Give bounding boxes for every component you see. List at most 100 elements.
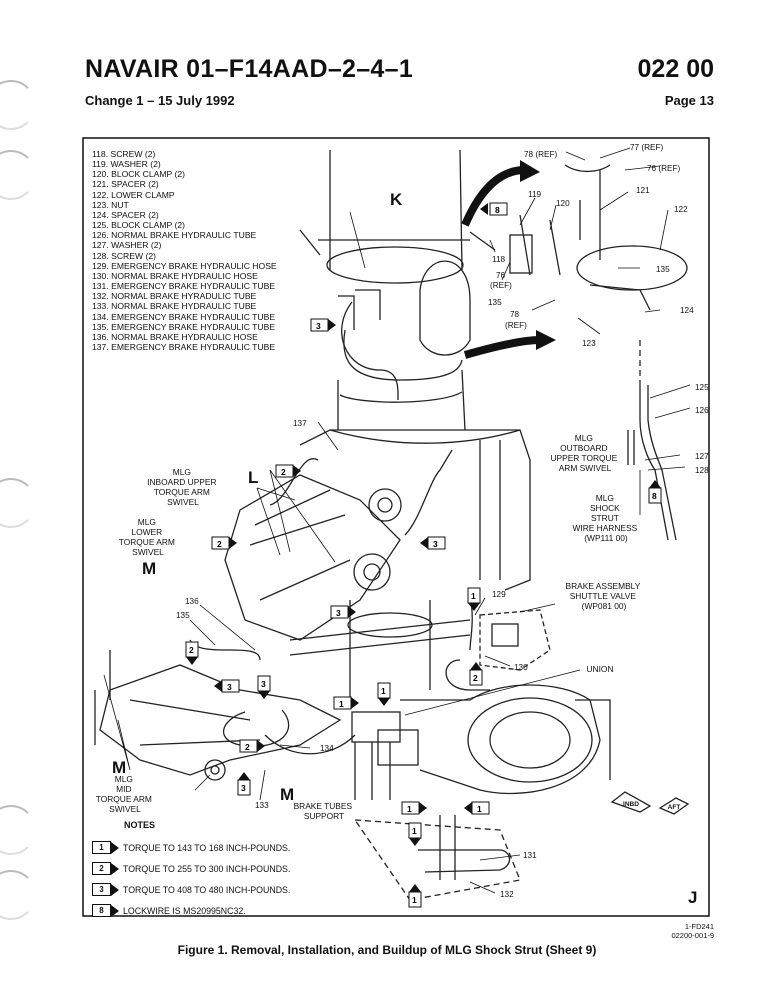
svg-text:78: 78 xyxy=(510,310,520,319)
binder-hole xyxy=(0,80,36,130)
aft-arrow-label: AFT xyxy=(668,804,681,811)
flag-1-j-right: 1 xyxy=(464,801,490,815)
flag-3-lower: 3 xyxy=(237,772,251,796)
svg-text:130: 130 xyxy=(514,663,528,672)
flag-3-mid: 3 xyxy=(330,605,356,619)
svg-text:2: 2 xyxy=(217,539,222,549)
note-flag-icon: 2 xyxy=(92,862,123,875)
svg-text:1: 1 xyxy=(407,804,412,814)
binder-hole xyxy=(0,478,36,528)
view-letter-j: J xyxy=(688,888,697,907)
flag-2-130: 2 xyxy=(469,662,483,686)
svg-text:137: 137 xyxy=(293,419,307,428)
note-text: TORQUE TO 408 TO 480 INCH-POUNDS. xyxy=(123,884,291,895)
svg-text:3: 3 xyxy=(261,679,266,689)
svg-text:136: 136 xyxy=(185,597,199,606)
brake-tubes-support-label: BRAKE TUBES SUPPORT xyxy=(294,801,355,821)
mid-swivel-label: MLG MID TORQUE ARM SWIVEL xyxy=(96,774,154,814)
svg-text:123: 123 xyxy=(582,339,596,348)
flag-arrow-icon xyxy=(111,883,119,896)
parts-list-item: 134. EMERGENCY BRAKE HYDRAULIC TUBE xyxy=(92,311,276,322)
parts-list-item: 122. LOWER CLAMP xyxy=(92,189,175,200)
callout-labels: 77 (REF) 78 (REF) 76 (REF) 119 120 121 1… xyxy=(176,143,709,899)
svg-text:129: 129 xyxy=(492,590,506,599)
flag-2-L: 2 xyxy=(275,464,301,478)
view-letter-k: K xyxy=(390,190,403,209)
parts-list-item: 133. NORMAL BRAKE HYDRAULIC TUBE xyxy=(92,301,257,312)
svg-text:128: 128 xyxy=(695,466,709,475)
svg-text:118: 118 xyxy=(492,255,505,264)
binder-hole xyxy=(0,150,36,200)
svg-text:3: 3 xyxy=(227,682,232,692)
line-art xyxy=(94,149,690,901)
note-text: TORQUE TO 255 TO 300 INCH-POUNDS. xyxy=(123,863,291,874)
outboard-upper-swivel-label: MLG OUTBOARD UPPER TORQUE ARM SWIVEL xyxy=(550,433,619,473)
parts-list-item: 136. NORMAL BRAKE HYDRAULIC HOSE xyxy=(92,331,258,342)
svg-text:3: 3 xyxy=(433,539,438,549)
inbd-arrow-label: INBD xyxy=(623,801,639,808)
svg-text:2: 2 xyxy=(245,742,250,752)
svg-text:135: 135 xyxy=(176,611,190,620)
view-letter-m: M xyxy=(112,758,126,777)
note-flag-icon: 1 xyxy=(92,841,123,854)
parts-list-item: 135. EMERGENCY BRAKE HYDRAULIC TUBE xyxy=(92,321,276,332)
change-date: Change 1 – 15 July 1992 xyxy=(85,93,235,108)
svg-text:122: 122 xyxy=(674,205,688,214)
note-flag-number: 2 xyxy=(92,862,111,875)
parts-list-item: 124. SPACER (2) xyxy=(92,209,159,220)
parts-list-item: 130. NORMAL BRAKE HYDRAULIC HOSE xyxy=(92,270,258,281)
flag-3-left: 3 xyxy=(214,679,240,693)
flag-arrow-icon xyxy=(111,862,119,875)
notes-section: NOTES 1 TORQUE TO 143 TO 168 INCH-POUNDS.… xyxy=(92,820,290,921)
view-letter-l: L xyxy=(248,468,258,487)
note-flag-number: 3 xyxy=(92,883,111,896)
svg-text:2: 2 xyxy=(189,645,194,655)
note-text: TORQUE TO 143 TO 168 INCH-POUNDS. xyxy=(123,842,291,853)
parts-list-item: 118. SCREW (2) xyxy=(92,149,156,159)
flag-2-lower: 2 xyxy=(239,739,265,753)
note-flag-number: 8 xyxy=(92,904,111,917)
svg-text:3: 3 xyxy=(316,321,321,331)
svg-text:135: 135 xyxy=(656,265,670,274)
inboard-upper-swivel-label: MLG INBOARD UPPER TORQUE ARM SWIVEL xyxy=(147,467,219,507)
svg-text:3: 3 xyxy=(241,783,246,793)
svg-text:121: 121 xyxy=(636,186,650,195)
svg-text:1: 1 xyxy=(471,591,476,601)
parts-list-item: 131. EMERGENCY BRAKE HYDRAULIC TUBE xyxy=(92,281,276,292)
flag-3-upper: 3 xyxy=(310,318,336,332)
svg-text:1: 1 xyxy=(412,895,417,905)
svg-text:120: 120 xyxy=(556,199,570,208)
note-item: 2 TORQUE TO 255 TO 300 INCH-POUNDS. xyxy=(92,858,290,879)
flag-3-center: 3 xyxy=(257,675,271,699)
parts-list-item: 123. NUT xyxy=(92,199,129,210)
svg-text:8: 8 xyxy=(495,205,500,215)
shock-strut-harness-label: MLG SHOCK STRUT WIRE HARNESS (WP111 00) xyxy=(572,493,639,543)
flag-3-right: 3 xyxy=(420,536,446,550)
note-item: 1 TORQUE TO 143 TO 168 INCH-POUNDS. xyxy=(92,837,290,858)
svg-text:134: 134 xyxy=(320,744,334,753)
flag-2-left: 2 xyxy=(211,536,237,550)
note-flag-number: 1 xyxy=(92,841,111,854)
svg-text:3: 3 xyxy=(336,608,341,618)
parts-list-item: 128. SCREW (2) xyxy=(92,250,156,261)
flag-8-upper: 8 xyxy=(480,202,508,216)
notes-header: NOTES xyxy=(124,820,156,830)
flag-1-129: 1 xyxy=(467,587,481,611)
svg-text:(REF): (REF) xyxy=(490,281,512,290)
svg-text:119: 119 xyxy=(528,190,541,199)
parts-list-item: 132. NORMAL BRAKE HYRADULIC TUBE xyxy=(92,291,257,302)
parts-list-item: 137. EMERGENCY BRAKE HYDRAULIC TUBE xyxy=(92,341,276,352)
svg-text:125: 125 xyxy=(695,383,709,392)
binder-hole xyxy=(0,870,36,920)
svg-text:77 (REF): 77 (REF) xyxy=(630,143,663,152)
svg-text:1: 1 xyxy=(412,826,417,836)
svg-text:131: 131 xyxy=(523,851,537,860)
svg-text:76 (REF): 76 (REF) xyxy=(647,164,680,173)
svg-text:133: 133 xyxy=(255,801,269,810)
document-number: NAVAIR 01–F14AAD–2–4–1 xyxy=(85,55,414,83)
parts-list: 118. SCREW (2)119. WASHER (2)120. BLOCK … xyxy=(92,149,307,352)
view-letter-m: M xyxy=(280,785,294,804)
svg-text:127: 127 xyxy=(695,452,709,461)
binder-hole xyxy=(0,805,36,855)
